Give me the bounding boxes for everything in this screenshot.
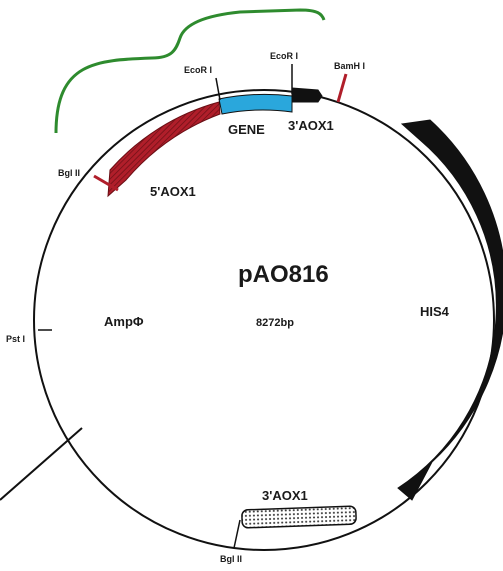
his4-arrow bbox=[397, 119, 503, 501]
amp-label: AmpΦ bbox=[104, 314, 144, 329]
bglii-top-label: Bgl II bbox=[58, 168, 80, 178]
gene-segment bbox=[218, 93, 293, 115]
gene-label: GENE bbox=[228, 122, 265, 137]
ecori-right-label: EcoR I bbox=[270, 51, 298, 61]
bglii-top-tick bbox=[93, 174, 119, 192]
aox1-3-bottom-label: 3'AOX1 bbox=[262, 488, 308, 503]
plasmid-name: pAO816 bbox=[238, 261, 329, 288]
aox1-5-promoter-segment bbox=[107, 101, 221, 198]
plasmid-backbone bbox=[33, 89, 495, 551]
pointer-line bbox=[0, 427, 83, 501]
plasmid-size: 8272bp bbox=[256, 317, 294, 329]
aox1-3-top-label: 3'AOX1 bbox=[288, 118, 334, 133]
region-bracket bbox=[54, 8, 326, 134]
his4-label: HIS4 bbox=[420, 304, 450, 319]
aox1-5-label: 5'AOX1 bbox=[150, 184, 196, 199]
aox1-3-top-segment bbox=[291, 87, 323, 103]
bglii-bottom-label: Bgl II bbox=[220, 554, 242, 564]
ecori-left-label: EcoR I bbox=[184, 65, 212, 75]
bamhi-tick bbox=[336, 73, 348, 103]
psti-label: Pst I bbox=[6, 334, 25, 344]
bglii-bottom-tick bbox=[233, 519, 241, 549]
ecori-left-tick bbox=[215, 77, 221, 101]
aox1-3-bottom-segment bbox=[241, 505, 357, 529]
bamhi-label: BamH I bbox=[334, 61, 365, 71]
